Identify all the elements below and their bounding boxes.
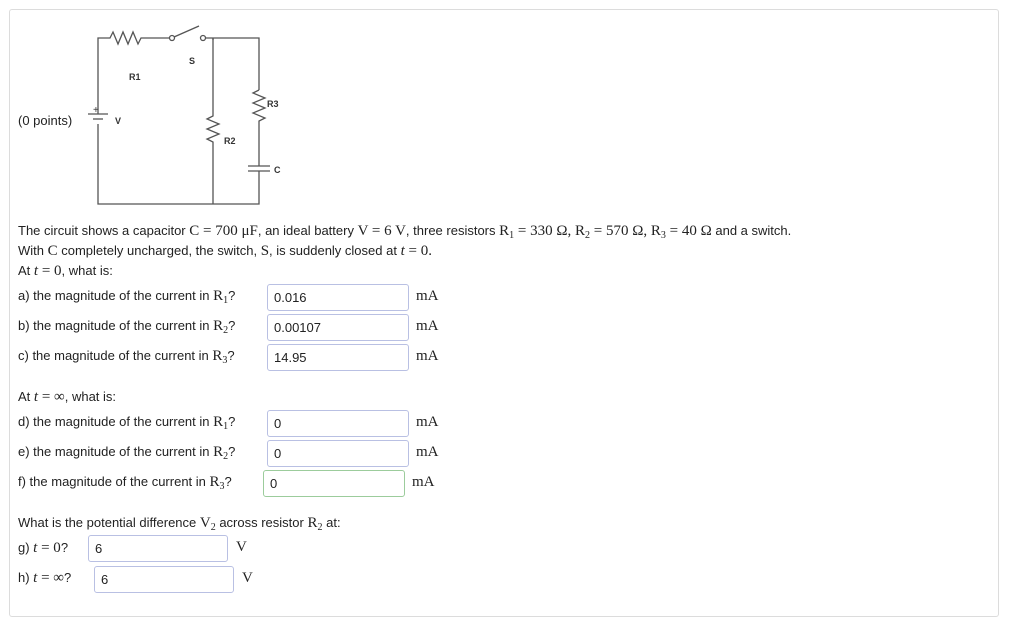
circuit-diagram: R1 S R3 V + R2 C — [88, 25, 281, 205]
question-d-label: d) the magnitude of the current in R1? — [18, 414, 236, 432]
answer-c-input[interactable] — [267, 344, 409, 371]
question-f-label: f) the magnitude of the current in R3? — [18, 474, 232, 492]
question-h-label: h) t = ∞? — [18, 570, 72, 586]
problem-line-2: With C completely uncharged, the switch,… — [18, 243, 432, 259]
unit-f: mA — [412, 474, 435, 490]
unit-h: V — [242, 570, 253, 586]
unit-e: mA — [416, 444, 439, 460]
label-s: S — [189, 56, 195, 66]
unit-c: mA — [416, 348, 439, 364]
unit-d: mA — [416, 414, 439, 430]
question-a-label: a) the magnitude of the current in R1? — [18, 288, 236, 306]
label-c: C — [274, 165, 281, 175]
problem-line-4: At t = ∞, what is: — [18, 389, 117, 405]
unit-b: mA — [416, 318, 439, 334]
answer-b-input[interactable] — [267, 314, 409, 341]
problem-line-5: What is the potential difference V2 acro… — [18, 515, 341, 533]
answer-e-input[interactable] — [267, 440, 409, 467]
question-g-label: g) t = 0? — [18, 540, 69, 556]
question-card: (0 points) R1 S R3 V — [9, 9, 999, 617]
unit-g: V — [236, 539, 247, 555]
problem-line-1: The circuit shows a capacitor C = 700 μF… — [18, 223, 792, 241]
answer-f-input[interactable] — [263, 470, 405, 497]
question-e-label: e) the magnitude of the current in R2? — [18, 444, 236, 462]
answer-a-input[interactable] — [267, 284, 409, 311]
answer-g-input[interactable] — [88, 535, 228, 562]
label-r3: R3 — [267, 99, 279, 109]
problem-line-3: At t = 0, what is: — [18, 263, 113, 279]
question-c-label: c) the magnitude of the current in R3? — [18, 348, 235, 366]
label-r1: R1 — [129, 72, 141, 82]
answer-d-input[interactable] — [267, 410, 409, 437]
question-b-label: b) the magnitude of the current in R2? — [18, 318, 236, 336]
points-label: (0 points) — [18, 113, 73, 128]
answer-h-input[interactable] — [94, 566, 234, 593]
label-r2: R2 — [224, 136, 236, 146]
unit-a: mA — [416, 288, 439, 304]
label-plus: + — [93, 105, 99, 116]
label-v: V — [115, 116, 121, 126]
